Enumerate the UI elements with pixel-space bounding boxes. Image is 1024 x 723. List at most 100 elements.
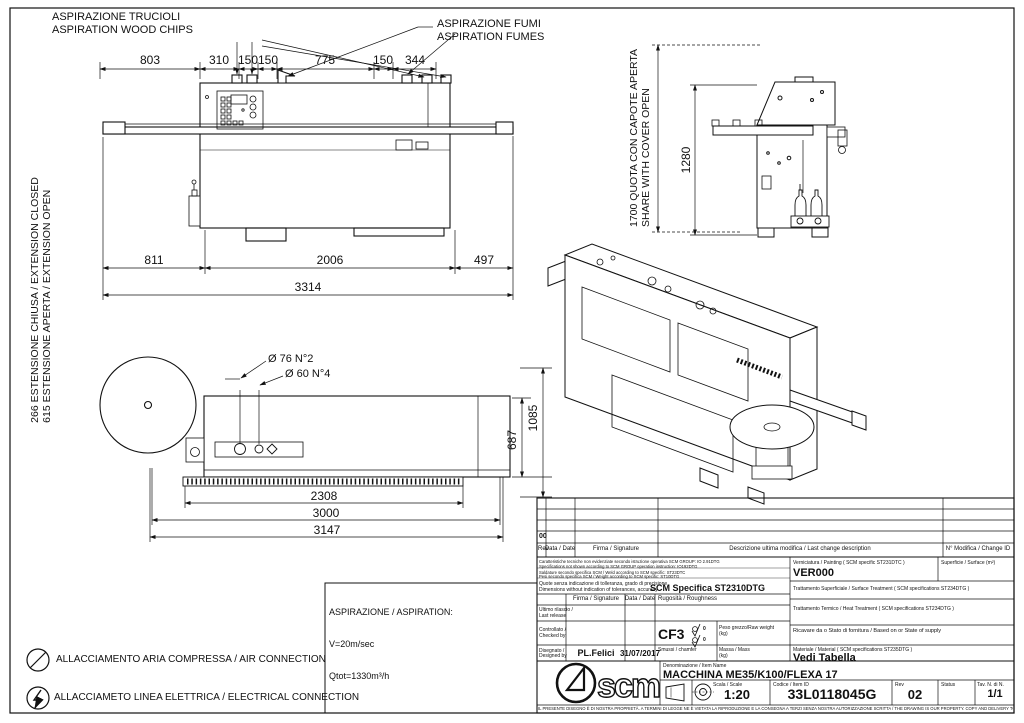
hole-label-60: Ø 60 N°4 bbox=[285, 368, 331, 380]
dim-811: 811 bbox=[144, 253, 164, 267]
surface-label: Superficie / Surface (m²) bbox=[941, 560, 996, 566]
roughness-symbol-icon bbox=[691, 623, 701, 648]
control-panel bbox=[205, 90, 264, 130]
row-checked-1: Controllato / bbox=[539, 627, 566, 633]
projection-symbol-icon bbox=[665, 683, 714, 702]
dim-2308: 2308 bbox=[310, 489, 338, 503]
raw-weight-label-1: Peso grezzo/Raw weight bbox=[719, 625, 775, 631]
scm-logo: scm bbox=[555, 662, 663, 706]
side-view bbox=[711, 76, 848, 238]
sheet-label: Tav. N. di N. bbox=[977, 682, 1004, 688]
tolerance-note-2: Dimensions without indication of toleran… bbox=[539, 587, 658, 593]
fumes-label-line2: ASPIRATION FUMES bbox=[437, 31, 545, 43]
scm-spec: SCM Specifica ST2310DTG bbox=[650, 583, 766, 593]
dim-310: 310 bbox=[208, 53, 230, 67]
dim-497: 497 bbox=[473, 253, 495, 267]
mass-label-1: Massa / Mass bbox=[719, 647, 750, 653]
surface-treatment-label: Trattamento Superficiale / Surface Treat… bbox=[793, 586, 970, 592]
chamfer-label: Smussi / chamfer bbox=[658, 647, 697, 653]
fine-print-1: Caratteristiche tecniche non evidenziate… bbox=[539, 559, 720, 564]
designer-name: PL.Felici bbox=[577, 648, 615, 658]
dim-3314: 3314 bbox=[294, 280, 322, 294]
material-label: Materiale / Material ( SCM specification… bbox=[793, 647, 913, 653]
code-value: 33L0118045G bbox=[787, 686, 877, 702]
iso-coil-disc bbox=[729, 404, 815, 450]
date-header: Data / Date bbox=[544, 546, 576, 552]
dim-1280: 1280 bbox=[679, 146, 693, 174]
row-checked-2: Checked by bbox=[539, 633, 566, 639]
tolerance-note-1: Quote senza indicazione di tolleranza, g… bbox=[539, 581, 668, 587]
extension-note: 266 ESTENSIONE CHIUSA / EXTENSION CLOSED… bbox=[29, 177, 53, 423]
roughness-value: CF3 bbox=[658, 626, 685, 642]
code-label: Codice / Item ID bbox=[773, 682, 809, 688]
spec-box: ASPIRAZIONE / ASPIRATION: V=20m/sec Qtot… bbox=[329, 607, 453, 681]
side-view-dimensions bbox=[652, 44, 762, 236]
heat-treatment-label: Trattamento Termico / Heat Treatment ( S… bbox=[793, 606, 954, 612]
roughness-sub-2: 0 bbox=[703, 637, 706, 643]
fine-print-2: Specifications not shown according to SC… bbox=[539, 564, 698, 569]
change-id-header: N° Modifica / Change ID bbox=[945, 546, 1011, 552]
mass-label-2: (kg) bbox=[719, 653, 728, 659]
plan-view-dimensions bbox=[149, 360, 552, 542]
fumes-label-line1: ASPIRAZIONE FUMI bbox=[437, 18, 541, 30]
air-connection-icon bbox=[26, 648, 50, 672]
dim-344: 344 bbox=[404, 53, 426, 67]
item-name: MACCHINA ME35/K100/FLEXA 17 bbox=[663, 669, 838, 681]
row-last-release-1: Ultimo rilascio / bbox=[539, 607, 573, 613]
lightning-bolt-icon bbox=[26, 686, 50, 710]
painting-value: VER000 bbox=[793, 567, 834, 579]
dim-803: 803 bbox=[139, 53, 161, 67]
hole-label-76: Ø 76 N°2 bbox=[268, 353, 314, 365]
roughness-sub-1: 0 bbox=[703, 626, 706, 632]
coil-disc bbox=[99, 356, 197, 454]
rev-00: 00 bbox=[539, 533, 547, 540]
scale-label: Scala / Scale bbox=[713, 682, 743, 688]
col-signature: Firma / Signature bbox=[572, 596, 620, 602]
scale-value: 1:20 bbox=[723, 687, 751, 702]
row-designed-1: Disegnato / bbox=[539, 648, 565, 654]
raw-weight-label-2: (kg) bbox=[719, 631, 728, 637]
col-date: Data / Date bbox=[624, 596, 656, 602]
dim-150c: 150 bbox=[372, 53, 394, 67]
legal-disclaimer: IL PRESENTE DISEGNO È DI NOSTRA PROPRIET… bbox=[538, 706, 1013, 711]
chips-label-line1: ASPIRAZIONE TRUCIOLI bbox=[52, 11, 181, 23]
item-name-label: Denominazione / Item Name bbox=[663, 663, 727, 669]
status-label: Status bbox=[941, 682, 956, 688]
fine-print-4: Pesi secondo specifica SCM / Weight acco… bbox=[539, 574, 680, 579]
scm-logo-text: scm bbox=[597, 667, 660, 705]
row-designed-2: Designed by bbox=[539, 653, 567, 659]
title-block-grid bbox=[536, 497, 1015, 714]
rev-header: Rev bbox=[538, 546, 549, 552]
front-view-dimensions bbox=[99, 26, 514, 300]
dim-3147: 3147 bbox=[313, 523, 341, 537]
supply-label: Ricavare da o Stato di fornitura / Based… bbox=[793, 628, 941, 634]
chips-label-line2: ASPIRATION WOOD CHIPS bbox=[52, 24, 193, 36]
dim-150a: 150 bbox=[237, 53, 259, 67]
dim-150b: 150 bbox=[257, 53, 279, 67]
front-view bbox=[102, 69, 514, 242]
design-date: 31/07/2017 bbox=[619, 649, 661, 658]
glue-bottles bbox=[790, 184, 830, 228]
sheet-value: 1/1 bbox=[987, 688, 1003, 700]
rev-label: Rev bbox=[895, 682, 904, 688]
painting-label: Verniciatura / Painting ( SCM specific S… bbox=[793, 560, 905, 566]
dim-1085: 1085 bbox=[526, 404, 540, 432]
material-value: Vedi Tabella bbox=[793, 652, 856, 664]
description-header: Descrizione ultima modifica / Last chang… bbox=[729, 546, 871, 552]
dim-775: 775 bbox=[314, 53, 336, 67]
row-last-release-2: Last release bbox=[539, 613, 567, 619]
dim-687: 687 bbox=[505, 429, 519, 451]
dim-3000: 3000 bbox=[312, 506, 340, 520]
rev-value: 02 bbox=[907, 687, 923, 702]
roller-track bbox=[182, 476, 464, 487]
cover-open-note: 1700 QUOTA CON CAPOTE APERTA SHARE WITH … bbox=[628, 49, 652, 227]
dim-2006: 2006 bbox=[316, 253, 344, 267]
air-connection-note: ALLACCIAMENTO ARIA COMPRESSA / AIR CONNE… bbox=[56, 654, 326, 665]
glue-bottle bbox=[188, 179, 201, 227]
fine-print-3: Saldature secondo specifica SCM / Weld a… bbox=[539, 570, 686, 575]
isometric-view bbox=[547, 243, 867, 505]
plan-view bbox=[99, 356, 511, 487]
col-roughness: Rugosità / Roughness bbox=[658, 596, 718, 602]
